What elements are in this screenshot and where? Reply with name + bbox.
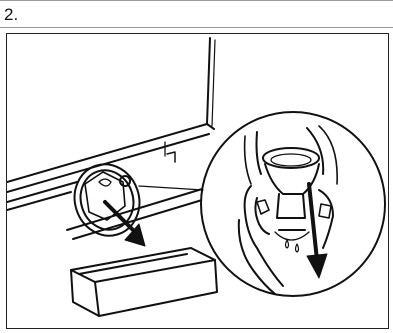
step-header: 2. — [0, 0, 393, 28]
magnified-view — [139, 112, 385, 296]
illustration-svg — [7, 34, 387, 327]
step-number: 2. — [4, 5, 18, 25]
drain-tray-icon — [71, 248, 217, 316]
instruction-illustration — [6, 33, 389, 329]
